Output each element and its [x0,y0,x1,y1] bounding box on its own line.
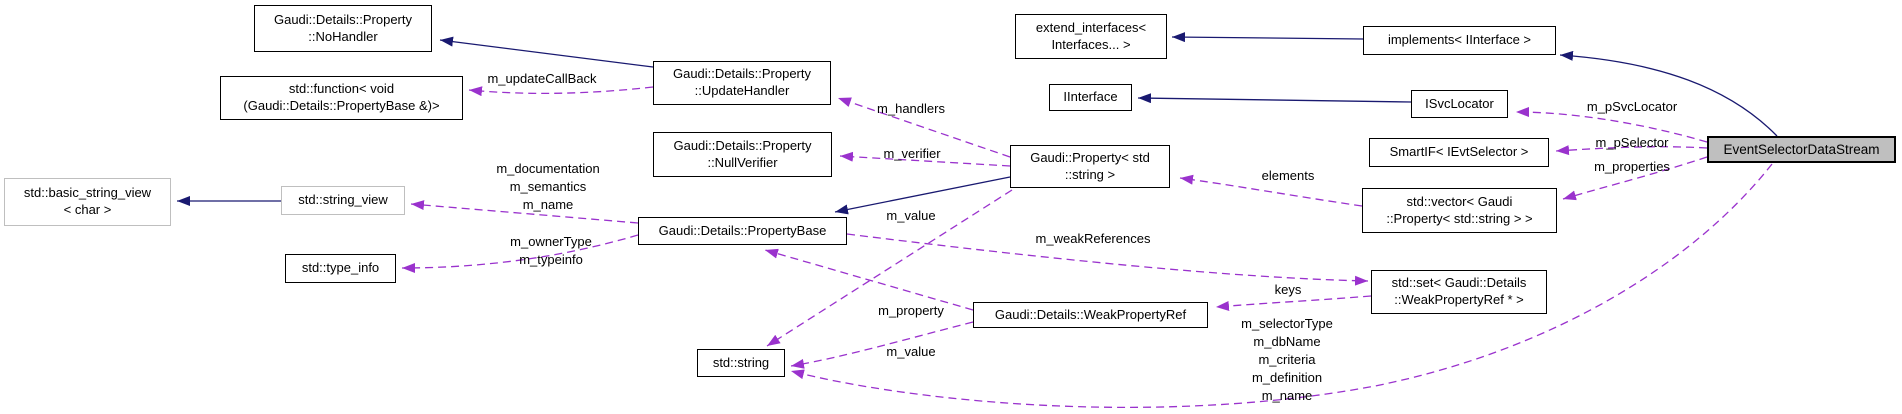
node-smartif-ievtselector[interactable]: SmartIF< IEvtSelector > [1369,138,1549,167]
edge-usage-weakreferences [846,233,1369,286]
node-std-type-info[interactable]: std::type_info [285,254,396,283]
node-std-string-view: std::string_view [281,186,405,215]
edge-label-m-value-lower: m_value [886,344,936,360]
edge-label-m-handlers: m_handlers [877,101,945,117]
edge-label-m-value-upper: m_value [886,208,936,224]
edge-label-m-pselector: m_pSelector [1595,135,1669,151]
edge-usage-selector-fields [790,163,1773,409]
edge-usage-property-weakref-propertybase [764,248,974,311]
edge-inherit-implements-extendinterfaces [1171,32,1364,43]
edge-usage-value-weakref-string [790,321,974,369]
edge-inherit-eventselectordatastream-implements [1559,50,1778,137]
edge-label-selector-fields: m_selectorType m_dbName m_criteria m_def… [1241,316,1333,403]
edge-usage-pselector [1555,145,1708,156]
edge-label-m-psvclocator: m_pSvcLocator [1586,99,1678,115]
edge-usage-elements [1179,174,1363,207]
edge-usage-handlers [837,97,1011,158]
node-isvclocator[interactable]: ISvcLocator [1411,90,1508,118]
edge-label-m-updatecallback: m_updateCallBack [487,71,597,87]
node-gaudi-details-property-nullverifier[interactable]: Gaudi::Details::Property ::NullVerifier [653,132,832,177]
node-iinterface[interactable]: IInterface [1049,84,1132,111]
node-gaudi-details-property-updatehandler[interactable]: Gaudi::Details::Property ::UpdateHandler [653,61,831,105]
edge-inherit-updatehandler-nohandler [439,36,654,68]
edge-usage-psvclocator [1515,107,1708,143]
node-std-set-weakpropertyref[interactable]: std::set< Gaudi::Details ::WeakPropertyR… [1371,270,1547,314]
edge-usage-value-property-string [766,189,1013,347]
node-std-string[interactable]: std::string [697,349,785,377]
edge-inherit-isvclocator-iinterface [1137,93,1412,104]
edge-usage-documentation-semantics-name [410,200,639,224]
edge-label-elements: elements [1261,168,1315,184]
node-extend-interfaces[interactable]: extend_interfaces< Interfaces... > [1015,14,1167,59]
edge-label-m-property: m_property [878,303,944,319]
edge-usage-ownertype-typeinfo [401,234,639,273]
edge-label-m-verifier: m_verifier [883,146,941,162]
edge-label-m-weakreferences: m_weakReferences [1035,231,1151,247]
edge-inherit-property-propertybase [834,176,1011,215]
node-gaudi-details-propertybase[interactable]: Gaudi::Details::PropertyBase [638,217,847,245]
edge-label-ownertype-typeinfo: m_ownerType m_typeinfo [510,234,592,267]
node-std-function[interactable]: std::function< void (Gaudi::Details::Pro… [220,76,463,120]
node-gaudi-details-weakpropertyref[interactable]: Gaudi::Details::WeakPropertyRef [973,302,1208,328]
edge-usage-properties [1562,156,1708,201]
edge-usage-verifier [839,151,1011,167]
node-eventselectordatastream: EventSelectorDataStream [1707,136,1896,163]
edge-usage-updatecallback [468,86,654,97]
node-std-basic-string-view: std::basic_string_view < char > [4,178,171,226]
edge-usage-keys [1215,295,1372,311]
edge-label-documentation-semantics-name: m_documentation m_semantics m_name [496,161,600,212]
node-gaudi-property-std-string[interactable]: Gaudi::Property< std ::string > [1010,145,1170,188]
edge-label-m-properties: m_properties [1594,159,1670,175]
node-std-vector-gaudi-property[interactable]: std::vector< Gaudi ::Property< std::stri… [1362,188,1557,233]
node-gaudi-details-property-nohandler[interactable]: Gaudi::Details::Property ::NoHandler [254,5,432,52]
node-implements-iinterface[interactable]: implements< IInterface > [1363,26,1556,55]
edge-label-keys: keys [1274,282,1302,298]
